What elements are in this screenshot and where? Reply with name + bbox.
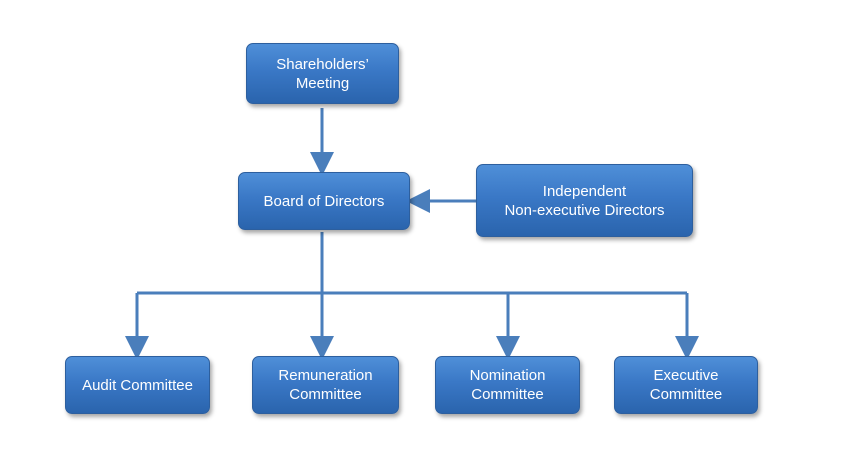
- node-board-of-directors: Board of Directors: [238, 172, 410, 230]
- node-executive-committee: Executive Committee: [614, 356, 758, 414]
- node-shareholders-meeting: Shareholders’ Meeting: [246, 43, 399, 104]
- node-independent-directors: Independent Non-executive Directors: [476, 164, 693, 237]
- node-remuneration-committee: Remuneration Committee: [252, 356, 399, 414]
- node-audit-committee: Audit Committee: [65, 356, 210, 414]
- node-nomination-committee: Nomination Committee: [435, 356, 580, 414]
